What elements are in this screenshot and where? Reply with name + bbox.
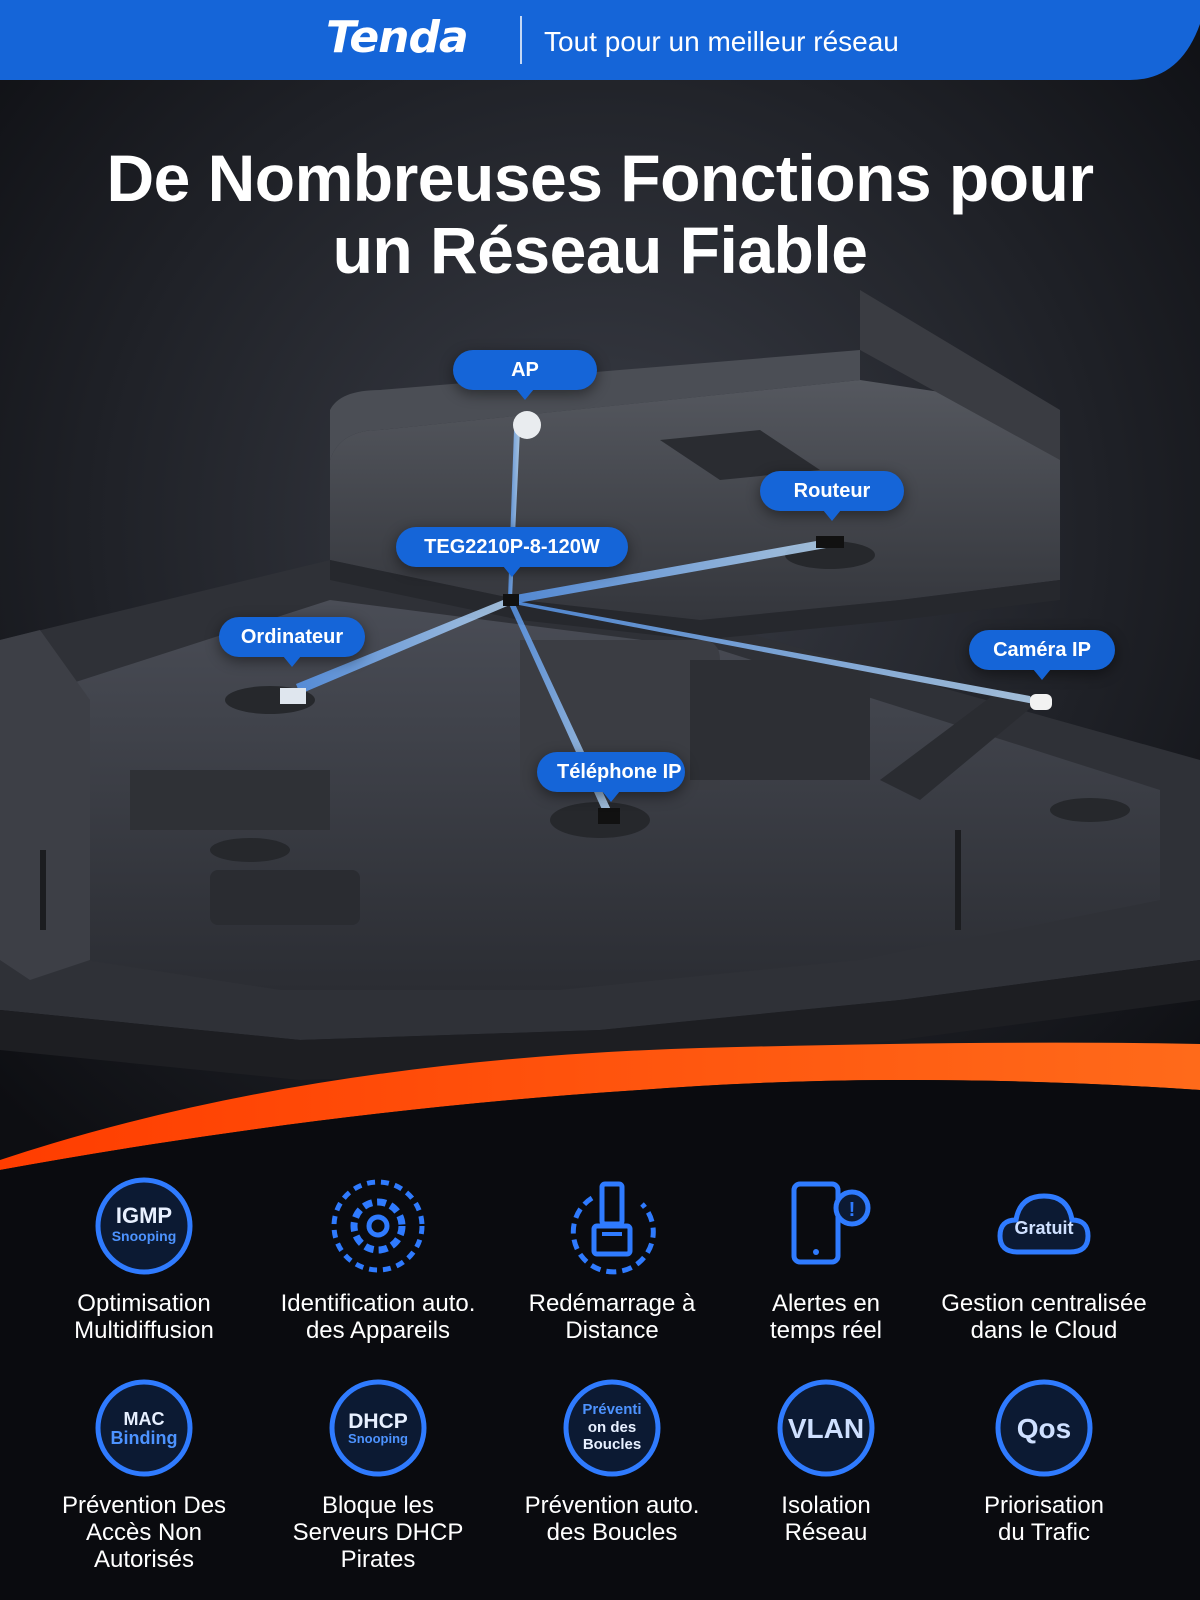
vlan-icon: VLAN [777, 1379, 875, 1477]
dhcp-badge-top: DHCP [348, 1410, 408, 1433]
qos-badge: Qos [1017, 1413, 1071, 1444]
ap-device [513, 411, 541, 439]
loop-badge-3: Boucles [583, 1436, 641, 1453]
igmp-badge-bottom: Snooping [112, 1228, 177, 1244]
cloud-icon: Gratuit [997, 1193, 1091, 1255]
switch-device [503, 594, 519, 606]
mac-binding-icon: MAC Binding [95, 1379, 193, 1477]
feature-label: Identification auto.des Appareils [280, 1290, 476, 1344]
loop-badge-2: on des [588, 1419, 636, 1436]
logo-divider [520, 16, 522, 64]
loop-prevention-icon: Préventi on des Boucles [563, 1379, 661, 1477]
label-switch: TEG2210P-8-120W [396, 527, 628, 577]
page-title: De Nombreuses Fonctions pour un Réseau F… [0, 142, 1200, 286]
vlan-badge: VLAN [788, 1413, 864, 1444]
phone-alert-icon: ! [791, 1181, 871, 1265]
header-banner: Tenda Tout pour un meilleur réseau [0, 0, 1200, 82]
igmp-badge-top: IGMP [116, 1203, 172, 1228]
ethernet-restart-icon [570, 1181, 656, 1275]
ip-phone-device [598, 808, 620, 824]
gear-icon [331, 1179, 425, 1273]
title-line-1: De Nombreuses Fonctions pour [106, 141, 1094, 215]
tenda-logo: Tenda [326, 12, 469, 63]
dhcp-badge-bottom: Snooping [348, 1431, 408, 1446]
mac-badge-bottom: Binding [111, 1428, 178, 1448]
mac-badge-top: MAC [124, 1409, 165, 1429]
tagline: Tout pour un meilleur réseau [544, 26, 899, 57]
qos-icon: Qos [995, 1379, 1093, 1477]
label-camera: Caméra IP [969, 630, 1115, 680]
cloud-badge: Gratuit [1014, 1218, 1073, 1238]
router-device [816, 536, 844, 548]
dhcp-snooping-icon: DHCP Snooping [329, 1379, 427, 1477]
ip-camera-device [1030, 694, 1052, 710]
label-ap: AP [453, 350, 597, 400]
label-ip-phone: Téléphone IP [537, 752, 685, 802]
label-router: Routeur [760, 471, 904, 521]
network-scene-illustration [0, 0, 1200, 1170]
orange-swoosh [0, 1042, 1200, 1170]
laptop-device [280, 688, 306, 704]
label-computer: Ordinateur [219, 617, 365, 667]
igmp-snooping-icon: IGMP Snooping [95, 1177, 193, 1275]
svg-text:!: ! [849, 1199, 856, 1221]
feature-label: Prévention auto.des Boucles [524, 1492, 700, 1546]
title-line-2: un Réseau Fiable [332, 213, 868, 287]
loop-badge-1: Préventi [582, 1401, 641, 1418]
